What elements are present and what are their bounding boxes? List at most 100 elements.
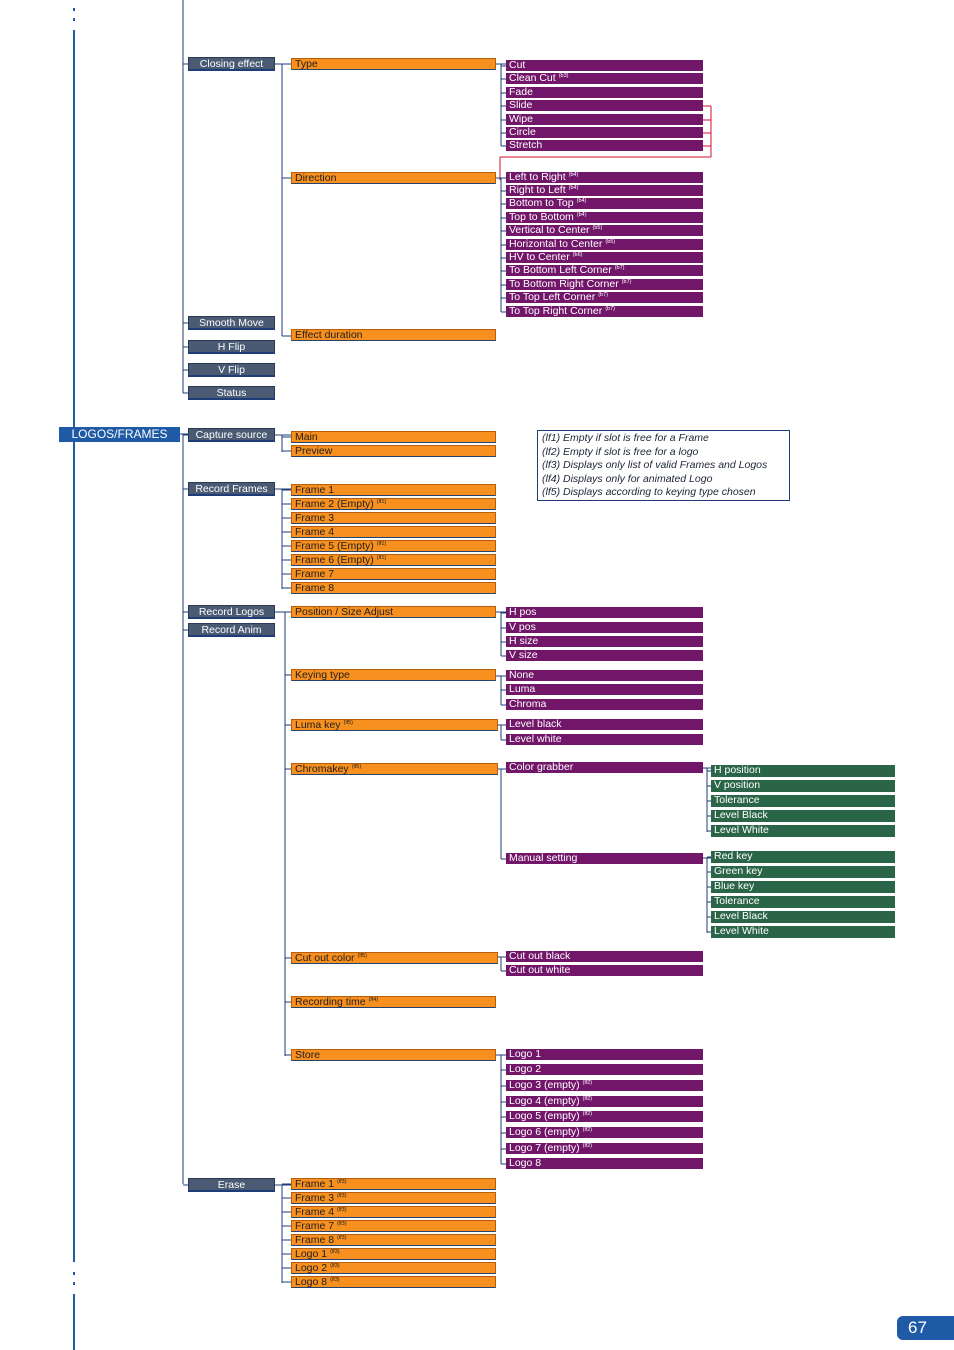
node-erase-option-7-footnote-ref: (lf3) bbox=[330, 1277, 340, 1283]
footnote-lf4: (lf4) Displays only for animated Logo bbox=[542, 472, 713, 485]
node-keying-type-label: Keying type bbox=[295, 669, 350, 681]
node-keying-option-0: None bbox=[506, 670, 703, 681]
node-direction-option-3-label: Top to Bottom bbox=[509, 211, 574, 223]
node-store-option-4: Logo 5 (empty)(lf2) bbox=[506, 1111, 703, 1122]
node-direction-option-3-footnote-ref: (b4) bbox=[576, 212, 587, 218]
node-position-option-2-label: H size bbox=[509, 635, 539, 647]
node-position-option-3: V size bbox=[506, 650, 703, 661]
page-number: 67 bbox=[897, 1316, 954, 1340]
node-upper-item-2-label: V Flip bbox=[218, 364, 245, 376]
node-capture-option-1-label: Preview bbox=[295, 445, 333, 457]
node-erase-option-2-label: Frame 4 bbox=[295, 1206, 335, 1218]
node-type-option-0-label: Cut bbox=[509, 59, 526, 71]
node-luma-option-0-label: Level black bbox=[509, 718, 562, 730]
node-store-option-7-label: Logo 8 bbox=[509, 1157, 542, 1169]
node-recording-time-footnote-ref: (lf4) bbox=[368, 997, 379, 1003]
node-upper-item-0: Smooth Move bbox=[188, 316, 275, 330]
node-color-grabber-option-4-label: Level White bbox=[714, 824, 769, 836]
node-type-option-5-label: Circle bbox=[509, 126, 536, 138]
node-keying-option-2: Chroma bbox=[506, 699, 703, 710]
node-cut-out-option-1-label: Cut out white bbox=[509, 964, 571, 976]
node-store-option-5-label: Logo 6 (empty) bbox=[509, 1126, 580, 1138]
node-direction-option-5-label: Horizontal to Center bbox=[509, 238, 603, 250]
node-manual-setting: Manual setting bbox=[506, 853, 703, 864]
node-direction-option-8-footnote-ref: (b7) bbox=[621, 279, 632, 285]
node-position-option-2: H size bbox=[506, 636, 703, 647]
node-store-option-1: Logo 2 bbox=[506, 1064, 703, 1075]
node-color-grabber-option-0-label: H position bbox=[714, 764, 761, 776]
node-record-frame-2-label: Frame 3 bbox=[295, 512, 335, 524]
node-type-option-0: Cut bbox=[506, 60, 703, 71]
node-record-frame-7-label: Frame 8 bbox=[295, 582, 335, 594]
node-record-frame-4-footnote-ref: (lf1) bbox=[376, 541, 387, 547]
node-store-option-3: Logo 4 (empty)(lf2) bbox=[506, 1096, 703, 1107]
node-manual-setting-option-3: Tolerance bbox=[711, 896, 895, 908]
node-manual-setting-option-5: Level White bbox=[711, 926, 895, 938]
node-direction-option-6-footnote-ref: (b6) bbox=[572, 252, 583, 258]
node-erase-option-1-label: Frame 3 bbox=[295, 1192, 335, 1204]
node-manual-setting-option-1: Green key bbox=[711, 866, 895, 878]
node-upper-item-0-label: Smooth Move bbox=[199, 317, 264, 329]
node-effect-duration-label: Effect duration bbox=[295, 329, 363, 341]
node-closing-effect: Closing effect bbox=[188, 57, 275, 71]
node-type: Type bbox=[291, 58, 496, 70]
node-type-option-3: Slide bbox=[506, 100, 703, 111]
node-direction-option-0-label: Left to Right bbox=[509, 171, 566, 183]
node-manual-setting-option-0-label: Red key bbox=[714, 850, 753, 862]
node-direction-option-4: Vertical to Center(b5) bbox=[506, 225, 703, 236]
node-type-option-6: Stretch bbox=[506, 140, 703, 151]
node-record-anim-label: Record Anim bbox=[201, 624, 262, 636]
node-color-grabber-option-2-label: Tolerance bbox=[714, 794, 760, 806]
node-record-frame-7: Frame 8 bbox=[291, 582, 496, 594]
node-manual-setting-option-1-label: Green key bbox=[714, 865, 763, 877]
node-store-option-0-label: Logo 1 bbox=[509, 1048, 542, 1060]
node-capture-option-0-label: Main bbox=[295, 431, 318, 443]
node-color-grabber-option-1-label: V position bbox=[714, 779, 761, 791]
node-upper-item-3-label: Status bbox=[216, 387, 247, 399]
node-record-frames-label: Record Frames bbox=[195, 483, 268, 495]
node-direction-option-9-footnote-ref: (b7) bbox=[598, 292, 608, 298]
node-store-option-0: Logo 1 bbox=[506, 1049, 703, 1060]
node-luma-option-1-label: Level white bbox=[509, 733, 562, 745]
node-store: Store bbox=[291, 1049, 496, 1061]
node-direction-option-7: To Bottom Left Corner(b7) bbox=[506, 265, 703, 276]
node-manual-setting-option-4: Level Black bbox=[711, 911, 895, 923]
node-record-frame-5-label: Frame 6 (Empty) bbox=[295, 554, 374, 566]
node-direction-option-6: HV to Center(b6) bbox=[506, 252, 703, 263]
node-luma-option-0: Level black bbox=[506, 719, 703, 730]
node-luma-key-label: Luma key bbox=[295, 719, 341, 731]
node-record-anim: Record Anim bbox=[188, 623, 275, 637]
node-capture-option-1: Preview bbox=[291, 445, 496, 457]
node-direction-option-7-footnote-ref: (b7) bbox=[614, 265, 625, 271]
node-erase-option-3-footnote-ref: (lf3) bbox=[337, 1221, 347, 1227]
node-erase-option-4-footnote-ref: (lf3) bbox=[337, 1235, 347, 1241]
node-position-option-1: V pos bbox=[506, 622, 703, 633]
node-record-logos-label: Record Logos bbox=[198, 606, 265, 618]
node-type-label: Type bbox=[295, 58, 318, 70]
footnote-lf5: (lf5) Displays according to keying type … bbox=[542, 486, 756, 498]
node-color-grabber-label: Color grabber bbox=[509, 761, 574, 773]
node-record-frame-1: Frame 2 (Empty)(lf1) bbox=[291, 498, 496, 510]
node-type-option-4-label: Wipe bbox=[509, 113, 533, 125]
node-capture-source-label: Capture source bbox=[195, 429, 268, 441]
node-type-option-1-label: Clean Cut bbox=[509, 72, 556, 84]
node-direction-option-1: Right to Left(b4) bbox=[506, 185, 703, 196]
node-direction-option-3: Top to Bottom(b4) bbox=[506, 212, 703, 223]
node-direction-option-9: To Top Left Corner(b7) bbox=[506, 292, 703, 303]
node-record-frame-6: Frame 7 bbox=[291, 568, 496, 580]
node-keying-type: Keying type bbox=[291, 669, 496, 681]
node-erase-option-3: Frame 7(lf3) bbox=[291, 1220, 496, 1232]
node-color-grabber-option-0: H position bbox=[711, 765, 895, 777]
node-upper-item-3: Status bbox=[188, 386, 275, 400]
node-direction-option-4-label: Vertical to Center bbox=[509, 224, 590, 236]
node-direction-option-8: To Bottom Right Corner(b7) bbox=[506, 279, 703, 290]
node-cut-out-option-0-label: Cut out black bbox=[509, 950, 571, 962]
node-direction-option-9-label: To Top Left Corner bbox=[509, 291, 596, 303]
node-manual-setting-option-4-label: Level Black bbox=[714, 910, 768, 922]
node-erase-option-5-footnote-ref: (lf3) bbox=[330, 1249, 340, 1255]
root-node-logos-frames: LOGOS/FRAMES bbox=[59, 427, 180, 442]
footnote-legend: (lf1) Empty if slot is free for a Frame … bbox=[537, 430, 790, 501]
node-position-option-0-label: H pos bbox=[509, 606, 537, 618]
node-direction-option-2-label: Bottom to Top bbox=[509, 197, 574, 209]
